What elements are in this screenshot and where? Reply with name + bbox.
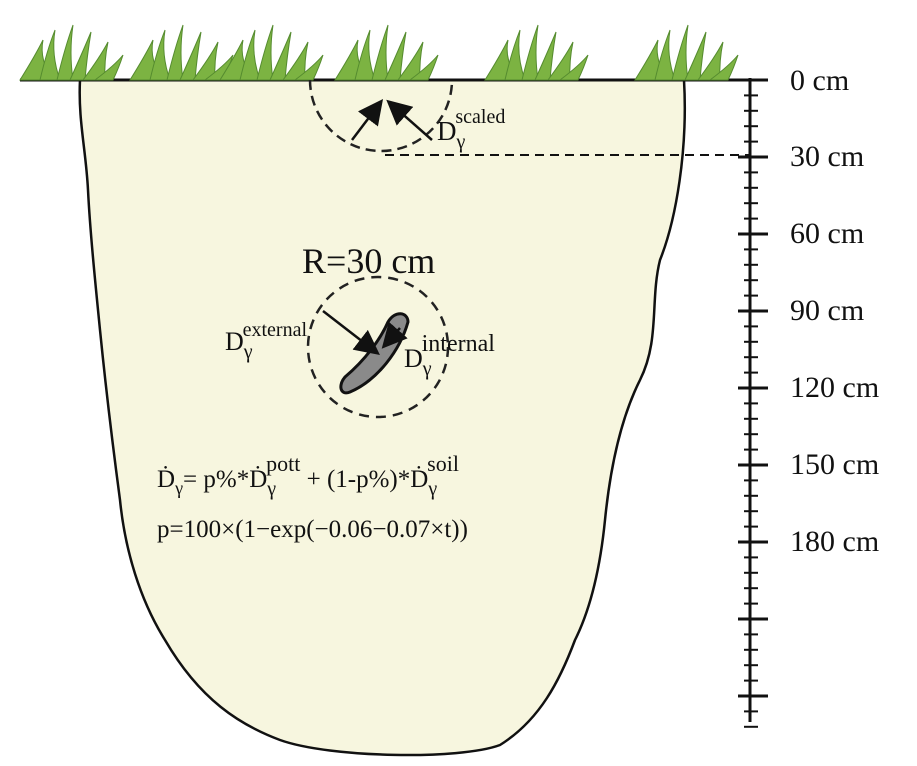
grass-blade	[558, 54, 589, 81]
grass-blade	[671, 24, 689, 81]
depth-label: 60 cm	[790, 217, 864, 250]
grass-blade	[408, 54, 439, 81]
grass-blade	[149, 29, 171, 81]
grass-blade	[56, 24, 74, 81]
depth-label: 30 cm	[790, 140, 864, 173]
depth-label: 150 cm	[790, 448, 879, 481]
grass-blade	[708, 54, 739, 81]
external-arrow	[322, 310, 380, 356]
grass-blade	[521, 24, 539, 81]
grass-blade	[684, 31, 707, 81]
scaled-dose-label: Dγscaled	[437, 106, 505, 153]
grass-blade	[371, 24, 389, 81]
depth-ruler-ticks	[738, 78, 768, 728]
p-formula: p=100×(1−exp(−0.06−0.07×t))	[157, 516, 468, 543]
depth-label: 0 cm	[790, 64, 849, 97]
grass-blade	[534, 31, 557, 81]
arrow-left	[351, 99, 384, 141]
internal-arrow	[381, 321, 408, 349]
grass-blade	[354, 29, 376, 81]
grass-blade	[179, 31, 202, 81]
depth-label: 120 cm	[790, 371, 879, 404]
grass-blade	[269, 31, 292, 81]
depth-ruler-labels: 0 cm 30 cm 60 cm 90 cm 120 cm 150 cm 180…	[790, 64, 879, 558]
grass-blade	[39, 29, 61, 81]
grass-blade	[69, 31, 92, 81]
depth-label: 180 cm	[790, 525, 879, 558]
dose-rate-formula: Ḋγ= p%*Ḋγpott + (1-p%)*Ḋγsoil	[157, 451, 459, 500]
grass-blade	[293, 54, 324, 81]
external-dose-label: Dγexternal	[225, 319, 307, 363]
grass-blade	[239, 29, 261, 81]
scaled-dose-hemisphere	[308, 79, 454, 153]
grass-blade	[256, 24, 274, 81]
depth-label: 90 cm	[790, 294, 864, 327]
grass-blade	[504, 29, 526, 81]
grass-tufts	[19, 24, 739, 81]
arrow-right	[386, 99, 433, 141]
grass-blade	[93, 54, 124, 81]
grass-blade	[384, 31, 407, 81]
radius-label: R=30 cm	[302, 241, 435, 281]
grass-blade	[654, 29, 676, 81]
internal-dose-label: Dγinternal	[404, 331, 495, 380]
grass-blade	[166, 24, 184, 81]
radius-30cm-dashed-circle	[306, 275, 450, 419]
